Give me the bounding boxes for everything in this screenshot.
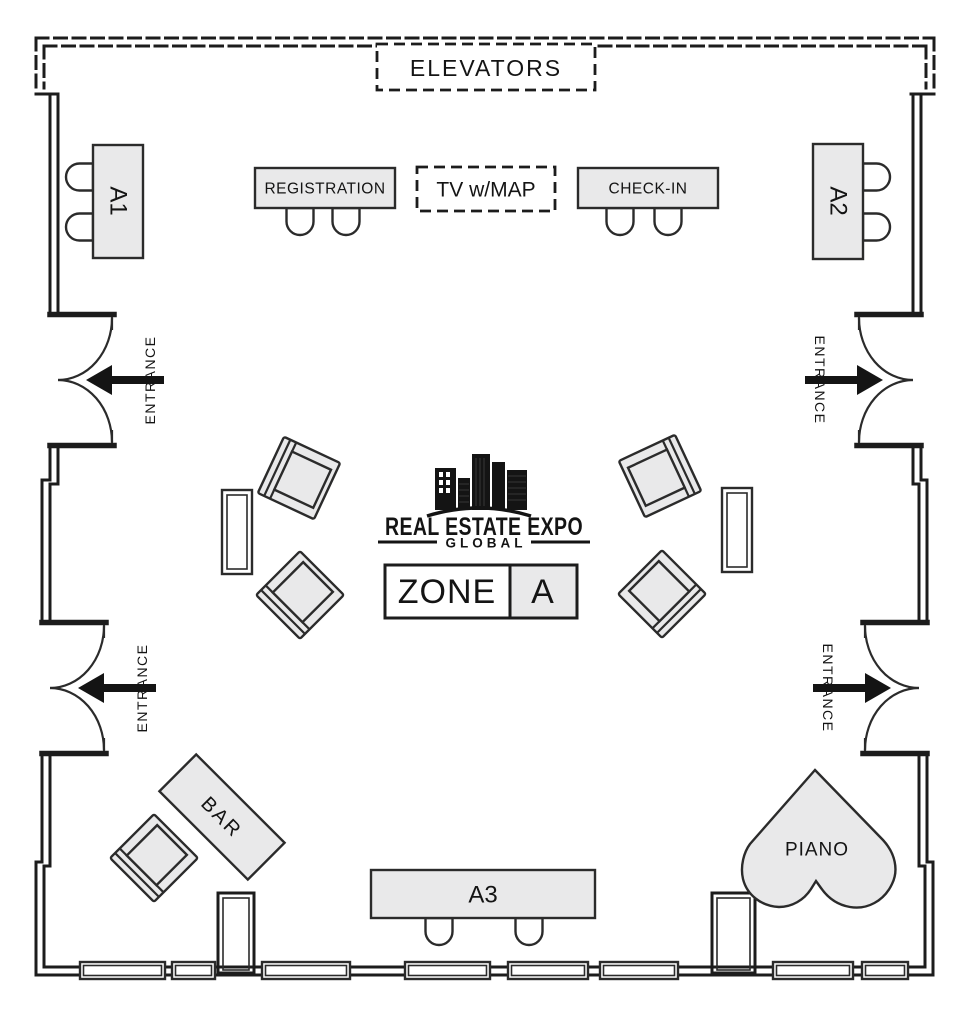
entrance-label: ENTRANCE xyxy=(812,335,828,424)
window xyxy=(860,960,910,981)
pillar-left xyxy=(216,891,256,975)
table-a1: A1 xyxy=(64,143,145,260)
wall-right-outer xyxy=(909,92,936,977)
window xyxy=(403,960,492,981)
window xyxy=(506,960,590,981)
bar-counter: BAR xyxy=(157,752,287,882)
desk-chair xyxy=(285,206,315,237)
table-a3-label: A3 xyxy=(468,882,497,909)
wall-left-inner xyxy=(42,94,60,969)
entrance-label: ENTRANCE xyxy=(142,335,158,424)
desk-chair xyxy=(514,916,544,947)
entrance-label: ENTRANCE xyxy=(134,643,150,732)
elevators-label: ELEVATORS xyxy=(410,55,562,81)
wall-left-outer xyxy=(34,92,60,977)
armchair xyxy=(254,549,346,641)
window xyxy=(598,960,680,981)
desk-chair xyxy=(64,212,95,242)
table-a1-label: A1 xyxy=(105,186,132,215)
piano-shape xyxy=(740,768,897,909)
desk-chair xyxy=(331,206,361,237)
zone-label: ZONE xyxy=(398,573,496,611)
logo-title: REAL ESTATE EXPO xyxy=(385,513,583,541)
desk-chair xyxy=(424,916,454,947)
armchair xyxy=(616,548,708,640)
armchair xyxy=(617,433,703,519)
desk-chair xyxy=(605,206,635,237)
table-a2-label: A2 xyxy=(825,186,852,215)
table-a3: A3 xyxy=(369,868,597,947)
lounge-seating xyxy=(220,433,754,641)
desk-chair xyxy=(861,212,892,242)
desk-chair xyxy=(653,206,683,237)
check-in-label: CHECK-IN xyxy=(609,181,688,198)
window xyxy=(78,960,167,981)
elevators-box: ELEVATORS xyxy=(375,42,597,92)
piano: PIANO xyxy=(740,768,897,909)
logo-skyline-icon xyxy=(426,454,532,518)
registration-label: REGISTRATION xyxy=(264,181,385,198)
bar-area: BAR xyxy=(108,752,287,904)
logo-subtitle: GLOBAL xyxy=(446,536,527,551)
armchair xyxy=(256,435,342,521)
walls xyxy=(34,36,936,981)
zone-badge: ZONE A xyxy=(383,563,579,620)
desk-chair xyxy=(861,162,892,192)
check-in-desk: CHECK-IN xyxy=(576,166,720,237)
bottom-windows xyxy=(78,960,910,981)
side-table-left xyxy=(220,488,254,576)
logo: REAL ESTATE EXPO GLOBAL xyxy=(378,454,590,551)
table-a2: A2 xyxy=(811,142,892,261)
window xyxy=(771,960,855,981)
tv-map-label: TV w/MAP xyxy=(436,179,535,202)
tv-map-box: TV w/MAP xyxy=(415,165,557,213)
window xyxy=(260,960,352,981)
desk-chair xyxy=(64,162,95,192)
registration-desk: REGISTRATION xyxy=(253,166,397,237)
piano-label: PIANO xyxy=(785,840,849,861)
entrances: ENTRANCE ENTRANCE ENTRANCE ENTRANCE xyxy=(42,315,927,754)
wall-top-dashed xyxy=(34,36,936,92)
armchair xyxy=(108,812,200,904)
zone-value: A xyxy=(531,573,555,611)
entrance-label: ENTRANCE xyxy=(820,643,836,732)
pillar-right xyxy=(710,891,757,975)
wall-right-inner xyxy=(911,94,927,969)
window xyxy=(170,960,217,981)
side-table-right xyxy=(720,486,754,574)
